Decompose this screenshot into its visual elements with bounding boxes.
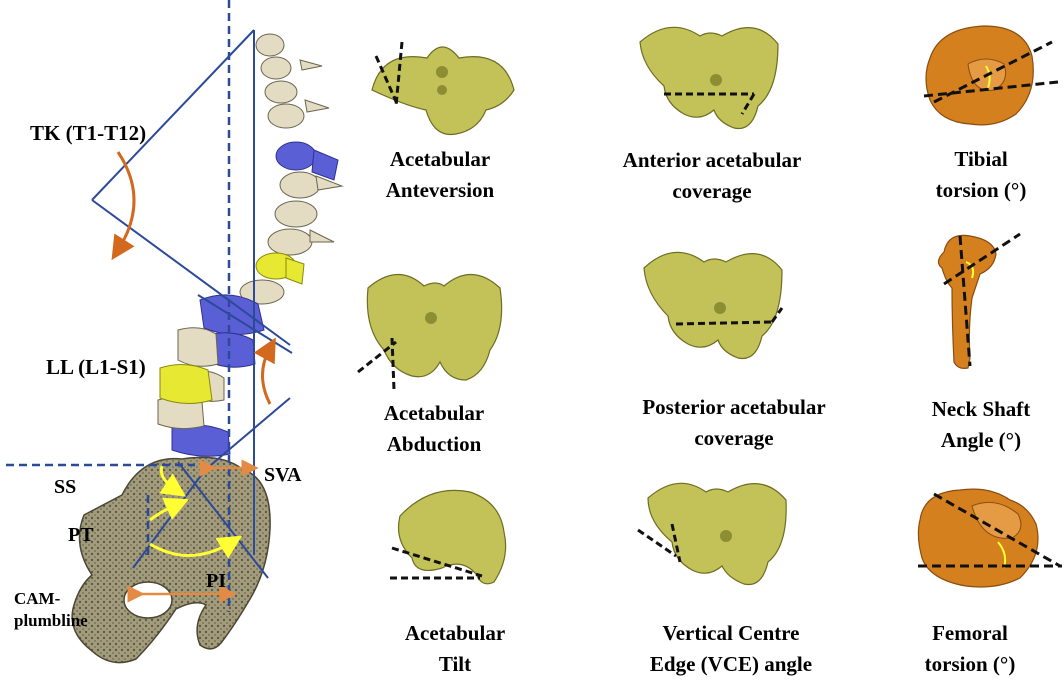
caption-line: Vertical Centre [626,618,836,649]
caption-neck-shaft: Neck Shaft Angle (°) [906,394,1056,456]
tk-label: TK (T1-T12) [30,118,146,148]
caption-line: coverage [612,176,812,207]
tk-angle-arrow [118,152,134,250]
caption-line: Posterior acetabular [616,392,852,423]
pi-label: PI [206,566,226,596]
cam-label-line2: plumbline [14,610,88,632]
caption-vce-angle: Vertical Centre Edge (VCE) angle [626,618,836,680]
caption-anterior-coverage: Anterior acetabular coverage [612,145,812,207]
caption-acetabular-tilt: Acetabular Tilt [380,618,530,680]
neck-shaft-figure [930,230,1030,370]
femoral-torsion-figure [912,486,1062,596]
ll-label: LL (L1-S1) [46,352,146,382]
sva-label: SVA [264,460,301,490]
caption-line: Acetabular [380,618,530,649]
caption-line: Tilt [380,649,530,680]
caption-line: Acetabular [360,144,520,175]
caption-line: Tibial [906,144,1056,175]
caption-line: Anterior acetabular [612,145,812,176]
caption-line: Abduction [364,429,504,460]
caption-acetabular-abduction: Acetabular Abduction [364,398,504,460]
caption-femoral-torsion: Femoral torsion (°) [900,618,1040,680]
caption-line: Edge (VCE) angle [626,649,836,680]
caption-acetabular-anteversion: Acetabular Anteversion [360,144,520,206]
vce-pelvis-figure [636,476,796,588]
anterior-coverage-pelvis-figure [632,22,782,132]
caption-tibial-torsion: Tibial torsion (°) [906,144,1056,206]
abduction-pelvis-figure [356,258,506,388]
cam-label-line1: CAM- [14,588,60,610]
caption-line: torsion (°) [900,649,1040,680]
ll-angle-arrow [263,348,271,404]
caption-line: Neck Shaft [906,394,1056,425]
tilt-pelvis-figure [380,486,520,586]
caption-line: torsion (°) [906,175,1056,206]
caption-line: Angle (°) [906,425,1056,456]
ss-label: SS [54,472,76,502]
caption-line: coverage [616,423,852,454]
spine-diagram [0,0,360,679]
caption-line: Femoral [900,618,1040,649]
posterior-coverage-pelvis-figure [636,246,786,364]
caption-line: Acetabular [364,398,504,429]
thoracolumbar-highlight [256,253,304,284]
lumbar-highlight [160,364,212,403]
spine-column [158,34,342,456]
anteversion-pelvis-figure [362,28,522,138]
caption-line: Anteversion [360,175,520,206]
caption-posterior-coverage: Posterior acetabular coverage [616,392,852,454]
tibial-torsion-figure [912,22,1062,132]
pt-label: PT [68,520,94,550]
